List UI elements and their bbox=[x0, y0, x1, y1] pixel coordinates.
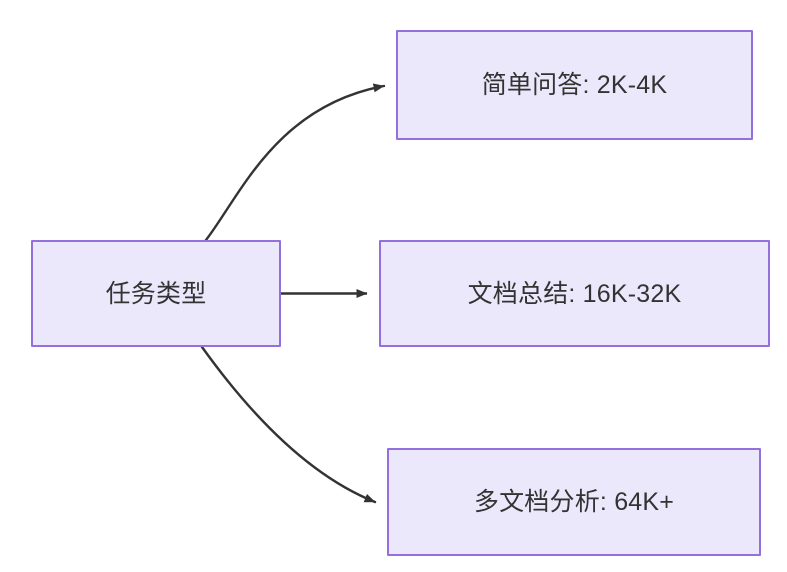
node-doc-summary[interactable]: 文档总结: 16K-32K bbox=[379, 240, 770, 347]
node-simple-qa[interactable]: 简单问答: 2K-4K bbox=[396, 30, 753, 140]
edge-root-to-simple-qa bbox=[204, 83, 386, 242]
node-task-type[interactable]: 任务类型 bbox=[31, 240, 281, 347]
node-multi-doc-analysis-label: 多文档分析: 64K+ bbox=[473, 488, 675, 516]
node-doc-summary-label: 文档总结: 16K-32K bbox=[467, 279, 682, 308]
node-simple-qa-label: 简单问答: 2K-4K bbox=[481, 71, 668, 99]
edge-root-to-multi-doc bbox=[200, 345, 377, 504]
node-multi-doc-analysis[interactable]: 多文档分析: 64K+ bbox=[387, 448, 761, 556]
node-task-type-label: 任务类型 bbox=[105, 279, 207, 308]
